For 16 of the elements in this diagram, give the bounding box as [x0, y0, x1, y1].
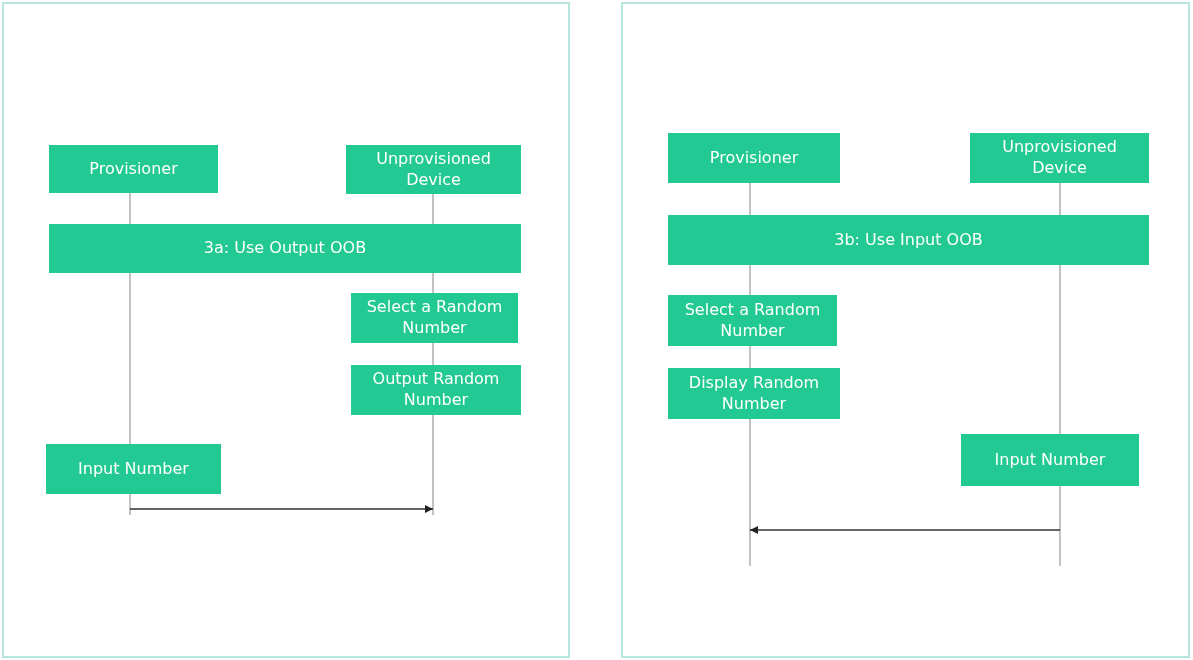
- participant-box: Unprovisioned Device: [346, 145, 521, 194]
- step-box: Input Number: [46, 444, 221, 494]
- step-box: Input Number: [961, 434, 1139, 486]
- panel-frame: [621, 2, 1190, 658]
- step-box: Select a Random Number: [351, 293, 518, 343]
- step-box: Display Random Number: [668, 368, 840, 419]
- phase-bar: 3a: Use Output OOB: [49, 224, 521, 273]
- participant-box: Provisioner: [49, 145, 218, 193]
- message-arrow: [129, 505, 434, 513]
- participant-box: Provisioner: [668, 133, 840, 183]
- step-box: Output Random Number: [351, 365, 521, 415]
- phase-bar: 3b: Use Input OOB: [668, 215, 1149, 265]
- participant-box: Unprovisioned Device: [970, 133, 1149, 183]
- message-arrow: [749, 526, 1061, 534]
- panel-frame: [2, 2, 570, 658]
- step-box: Select a Random Number: [668, 295, 837, 346]
